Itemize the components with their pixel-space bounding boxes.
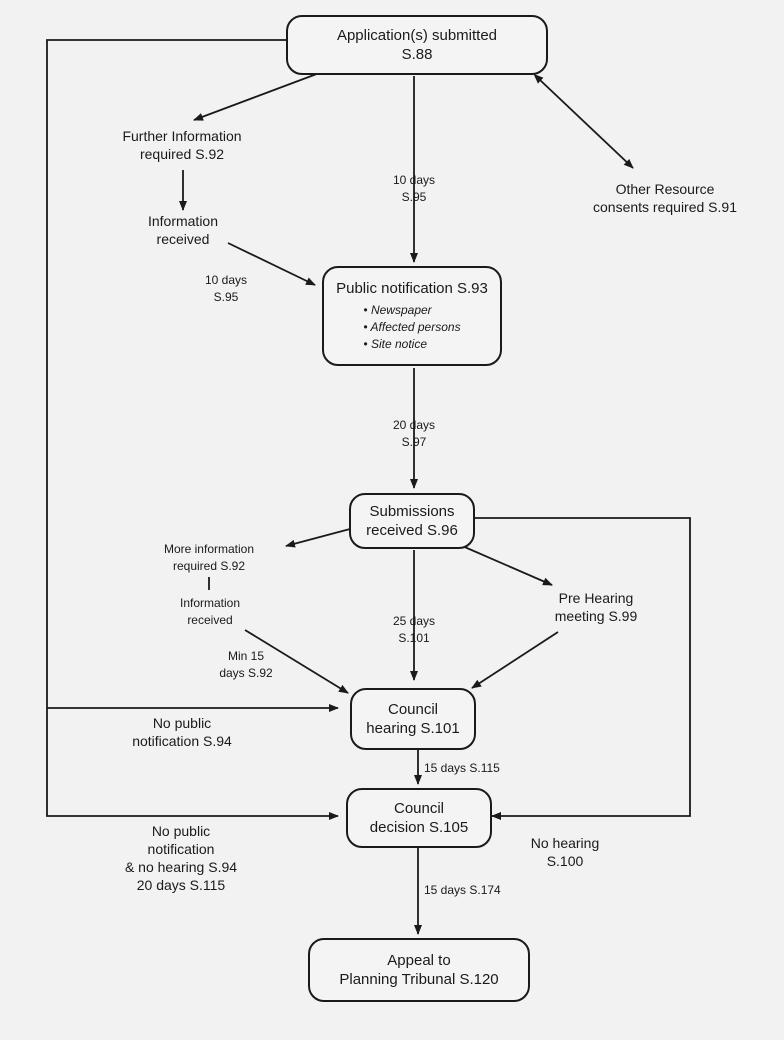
arrow-application-left-loop (46, 39, 339, 820)
label-25-days: 25 days S.101 (392, 614, 436, 645)
label-20-days: 20 days S.97 (392, 418, 436, 449)
label-more-information: More information required S.92 (163, 542, 255, 573)
council-hearing-box: Council hearing S.101 (350, 688, 476, 750)
label-10-days-left: 10 days S.95 (204, 273, 248, 304)
label-no-public-notification-1: No public notification S.94 (132, 715, 232, 749)
list-item: Site notice (363, 336, 460, 353)
public-notification-box: Public notification S.93 Newspaper Affec… (322, 266, 502, 366)
arrow-pre-hearing-to-hearing (471, 631, 559, 689)
label-other-resource-consents: Other Resource consents required S.91 (593, 181, 737, 215)
label-further-information: Further Information required S.92 (122, 128, 242, 162)
list-item: Newspaper (363, 302, 460, 319)
label-pre-hearing-meeting: Pre Hearing meeting S.99 (554, 590, 638, 624)
application-submitted-box: Application(s) submitted S.88 (286, 15, 548, 75)
appeal-planning-tribunal-box: Appeal to Planning Tribunal S.120 (308, 938, 530, 1002)
label-information-received-2: Information received (179, 596, 241, 627)
label-10-days-center: 10 days S.95 (392, 173, 436, 204)
arrow-submissions-to-pre-hearing (459, 544, 553, 586)
label-no-hearing: No hearing S.100 (530, 835, 600, 869)
submissions-received-box: Submissions received S.96 (349, 493, 475, 549)
label-15-days-s115: 15 days S.115 (424, 761, 500, 775)
arrow-application-to-further-info (193, 71, 323, 121)
label-information-received-1: Information received (147, 213, 219, 247)
council-decision-box: Council decision S.105 (346, 788, 492, 848)
arrow-submissions-right-loop (475, 517, 691, 820)
arrow-info-received-to-public-notification (227, 242, 316, 286)
label-15-days-s174: 15 days S.174 (424, 883, 501, 897)
arrow-info-received-to-hearing (244, 629, 349, 694)
label-min-15-days: Min 15 days S.92 (219, 649, 273, 680)
list-item: Affected persons (363, 319, 461, 336)
label-no-public-notification-2: No public notification & no hearing S.94… (124, 823, 238, 893)
notification-methods-list: Newspaper Affected persons Site notice (363, 302, 461, 353)
arrow-application-other-resource (533, 73, 634, 169)
arrow-submissions-to-more-info (285, 528, 351, 548)
